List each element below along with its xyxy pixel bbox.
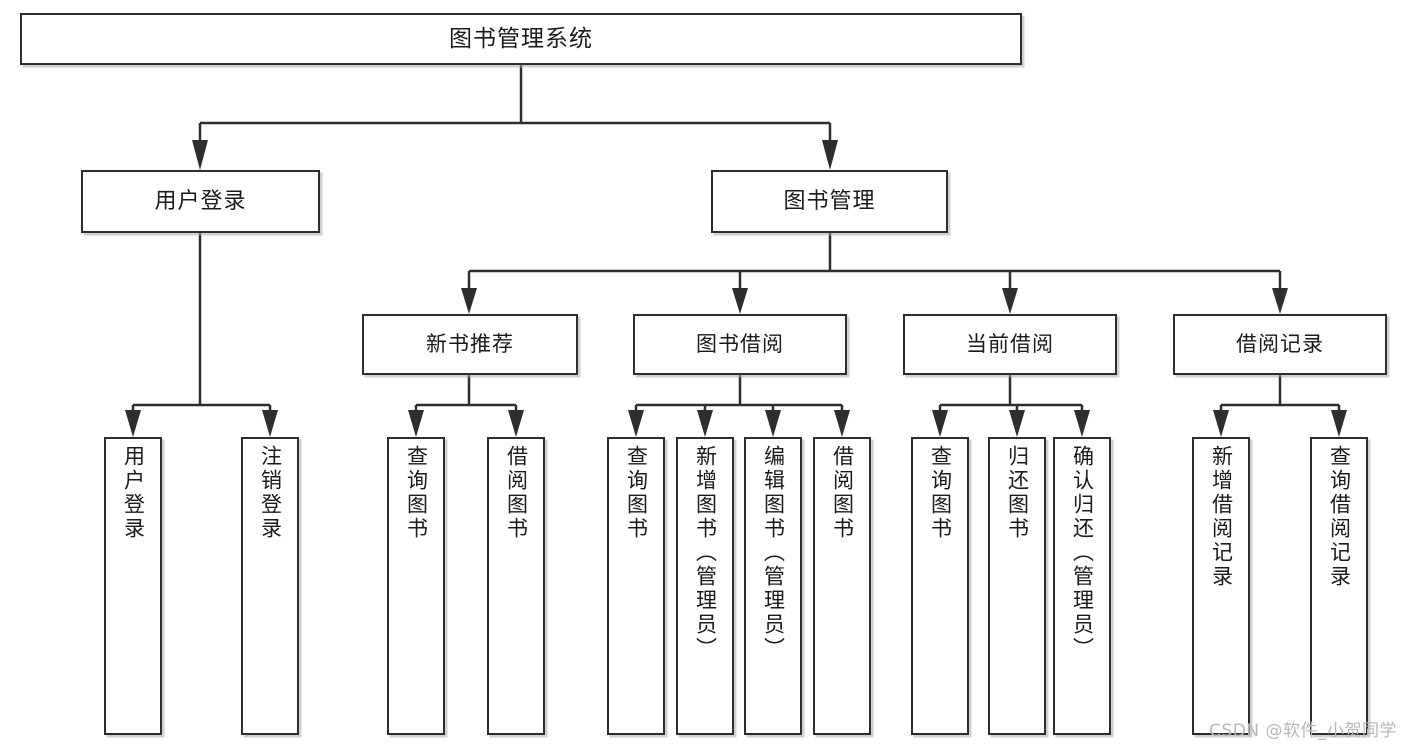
node-label-leaf-query-borrow-record: 查询借阅记录 <box>1327 445 1352 589</box>
node-leaf-edit-book-admin[interactable]: 编辑图书（管理员） <box>744 437 802 735</box>
node-label-root: 图书管理系统 <box>449 25 593 52</box>
node-borrow-record[interactable]: 借阅记录 <box>1173 314 1387 375</box>
arrowhead-book-manage <box>822 140 838 170</box>
node-label-leaf-confirm-return-admin: 确认归还（管理员） <box>1070 445 1095 661</box>
arrowhead-leaf-query-book-rec <box>408 410 424 437</box>
arrowhead-leaf-add-book <box>697 410 713 437</box>
node-leaf-add-borrow-record[interactable]: 新增借阅记录 <box>1192 437 1250 735</box>
node-label-leaf-borrow-book-recommend: 借阅图书 <box>504 445 529 541</box>
node-leaf-borrow-book-recommend[interactable]: 借阅图书 <box>487 437 545 735</box>
node-label-leaf-add-borrow-record: 新增借阅记录 <box>1209 445 1234 589</box>
node-root-system[interactable]: 图书管理系统 <box>20 13 1022 65</box>
node-book-manage[interactable]: 图书管理 <box>711 170 948 233</box>
arrowhead-leaf-return-book <box>1009 410 1025 437</box>
node-leaf-return-book[interactable]: 归还图书 <box>988 437 1046 735</box>
node-label-new-book-recommend: 新书推荐 <box>426 332 514 357</box>
node-label-leaf-add-book-admin: 新增图书（管理员） <box>693 445 718 661</box>
node-new-book-recommend[interactable]: 新书推荐 <box>362 314 578 375</box>
node-book-borrow[interactable]: 图书借阅 <box>633 314 847 375</box>
arrowhead-current-borrow <box>1002 288 1018 314</box>
arrowhead-borrow-record <box>1272 288 1288 314</box>
arrowhead-leaf-query-record <box>1331 410 1347 437</box>
node-label-book-borrow: 图书借阅 <box>696 332 784 357</box>
node-label-leaf-edit-book-admin: 编辑图书（管理员） <box>761 445 786 661</box>
arrowhead-leaf-edit-book <box>765 410 781 437</box>
arrowhead-leaf-query-book-cb <box>932 410 948 437</box>
node-label-leaf-return-book: 归还图书 <box>1005 445 1030 541</box>
arrowhead-leaf-user-login <box>125 410 141 437</box>
node-leaf-query-book-borrow[interactable]: 查询图书 <box>607 437 665 735</box>
node-leaf-user-login[interactable]: 用户登录 <box>104 437 162 735</box>
arrowhead-book-borrow <box>732 288 748 314</box>
watermark-text: CSDN @软件_小贺同学 <box>1209 721 1397 741</box>
arrowhead-leaf-confirm-return <box>1074 410 1090 437</box>
node-leaf-confirm-return-admin[interactable]: 确认归还（管理员） <box>1053 437 1111 735</box>
node-leaf-query-book-recommend[interactable]: 查询图书 <box>387 437 445 735</box>
arrowhead-leaf-borrow-book-bb <box>834 410 850 437</box>
node-label-leaf-query-book-current: 查询图书 <box>928 445 953 541</box>
node-leaf-add-book-admin[interactable]: 新增图书（管理员） <box>676 437 734 735</box>
node-leaf-query-book-current[interactable]: 查询图书 <box>911 437 969 735</box>
node-label-book-manage: 图书管理 <box>783 188 876 214</box>
arrowhead-leaf-add-record <box>1213 410 1229 437</box>
node-label-leaf-logout: 注销登录 <box>258 445 283 541</box>
node-user-login[interactable]: 用户登录 <box>81 170 320 233</box>
arrowhead-leaf-query-book-bb <box>628 410 644 437</box>
arrowhead-leaf-logout <box>262 410 278 437</box>
arrowhead-user-login <box>192 140 208 170</box>
node-leaf-logout[interactable]: 注销登录 <box>241 437 299 735</box>
node-label-leaf-user-login: 用户登录 <box>121 445 146 541</box>
node-label-user-login: 用户登录 <box>154 188 247 214</box>
node-label-leaf-borrow-book: 借阅图书 <box>830 445 855 541</box>
node-label-borrow-record: 借阅记录 <box>1236 332 1324 357</box>
arrowheads <box>125 140 1347 437</box>
node-current-borrow[interactable]: 当前借阅 <box>903 314 1117 375</box>
arrowhead-new-book-rec <box>461 288 477 314</box>
node-label-current-borrow: 当前借阅 <box>966 332 1054 357</box>
node-label-leaf-query-book-borrow: 查询图书 <box>624 445 649 541</box>
arrowhead-leaf-borrow-book-rec <box>508 410 524 437</box>
node-leaf-query-borrow-record[interactable]: 查询借阅记录 <box>1310 437 1368 735</box>
node-label-leaf-query-book-recommend: 查询图书 <box>404 445 429 541</box>
node-leaf-borrow-book[interactable]: 借阅图书 <box>813 437 871 735</box>
